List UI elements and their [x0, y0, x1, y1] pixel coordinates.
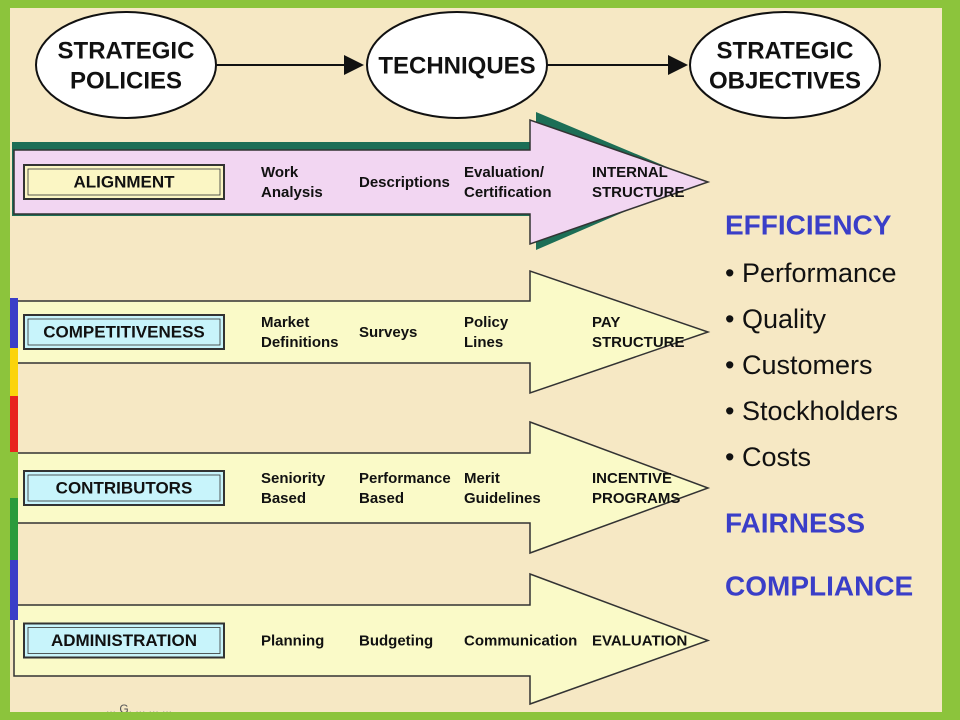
objective-compliance: COMPLIANCE [725, 570, 913, 601]
label-box-competitiveness: COMPETITIVENESS [23, 314, 225, 350]
label-box-alignment: ALIGNMENT [23, 164, 225, 200]
label-administration: ADMINISTRATION [51, 631, 197, 650]
objective-item: • Customers [725, 350, 873, 380]
objective-efficiency: EFFICIENCY [725, 209, 892, 240]
technique-administration-3: Communication [464, 632, 577, 649]
left-color-bar [10, 560, 18, 620]
objective-item: • Performance [725, 258, 897, 288]
technique-administration-1: Planning [261, 632, 324, 649]
technique-administration-4: EVALUATION [592, 632, 687, 649]
arrow-contributors [13, 420, 711, 555]
left-color-bars [10, 298, 18, 712]
technique-administration-2: Budgeting [359, 632, 433, 649]
technique-competitiveness-2: Surveys [359, 324, 417, 341]
arrow-competitiveness [13, 269, 711, 395]
arrow-administration [13, 572, 711, 706]
left-color-bar [10, 452, 18, 498]
row-administration: ADMINISTRATION Planning Budgeting Communica… [13, 572, 711, 706]
footer-citation: ... G. ... ... ... [106, 702, 172, 712]
label-box-administration: ADMINISTRATION [23, 622, 225, 659]
technique-alignment-2: Descriptions [359, 174, 450, 191]
strategic-objectives-list: EFFICIENCY • Performance • Quality • Custom… [106, 209, 913, 712]
technique-alignment-3: Evaluation/Certification [464, 164, 552, 201]
oval-techniques: TECHNIQUES [366, 11, 548, 119]
oval-techniques-label: TECHNIQUES [378, 52, 535, 79]
objective-item: • Stockholders [725, 396, 898, 426]
left-color-bar [10, 348, 18, 396]
objective-item: • Costs [725, 442, 811, 472]
arrow-alignment [13, 118, 711, 246]
objective-fairness: FAIRNESS [725, 507, 865, 538]
label-box-contributors: CONTRIBUTORS [23, 470, 225, 506]
left-color-bar [10, 498, 18, 560]
left-color-bar [10, 298, 18, 348]
left-color-bar [10, 396, 18, 452]
label-competitiveness: COMPETITIVENESS [43, 322, 205, 341]
label-alignment: ALIGNMENT [73, 172, 175, 191]
label-contributors: CONTRIBUTORS [56, 478, 193, 497]
objective-item: • Quality [725, 304, 826, 334]
